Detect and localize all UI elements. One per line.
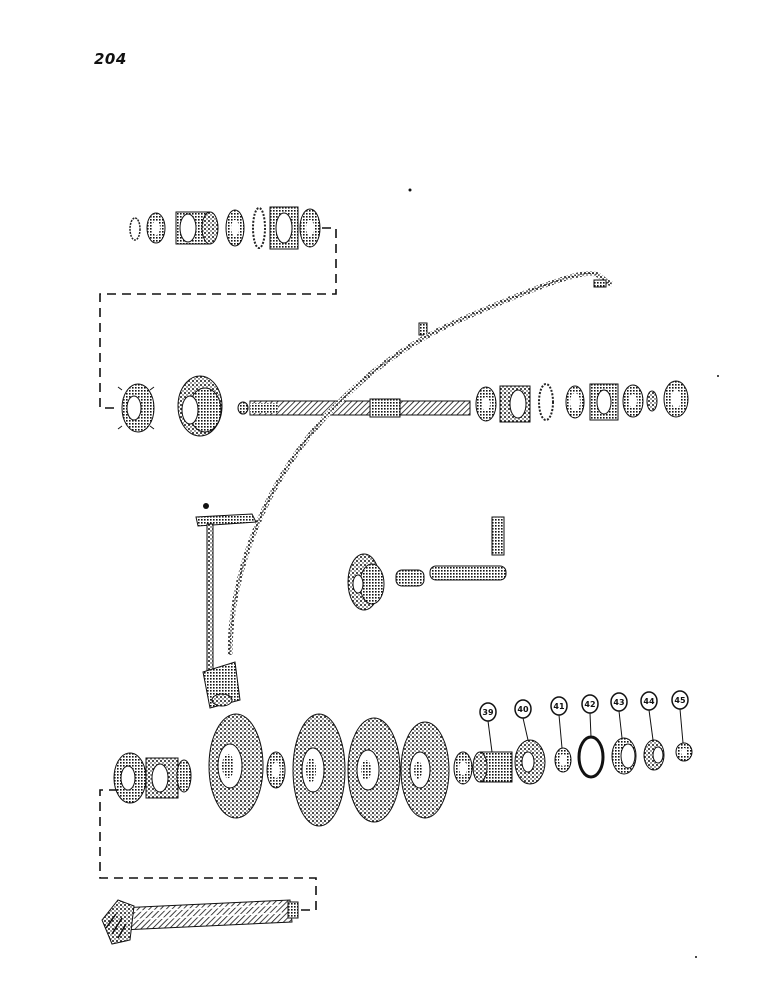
callout-label: 39: [482, 708, 494, 717]
main-shaft-assembly: [117, 375, 689, 437]
callout-45: 45: [671, 690, 689, 744]
callout-label: 42: [584, 700, 595, 709]
page-number: 204: [94, 50, 127, 68]
shift-lever: [195, 503, 257, 709]
callout-label: 40: [517, 705, 529, 714]
callout-39: 39: [479, 702, 497, 753]
top-small-parts-group: [129, 206, 321, 250]
callout-42: 42: [581, 694, 599, 738]
callout-44: 44: [640, 691, 658, 741]
small-pin: [418, 322, 428, 336]
callout-label: 44: [643, 697, 655, 706]
callout-43: 43: [610, 692, 628, 739]
reverse-idler-group: [347, 516, 507, 611]
callout-40: 40: [514, 699, 532, 741]
callout-label: 43: [613, 698, 624, 707]
dashed-connector-top: [99, 227, 337, 409]
callout-label: 41: [553, 702, 565, 711]
callout-label: 45: [674, 696, 686, 705]
numbered-parts: [472, 735, 693, 785]
dashed-connector-bottom: [99, 789, 317, 911]
callout-41: 41: [550, 696, 568, 749]
countershaft-cluster: [113, 713, 473, 827]
input-shaft: [101, 899, 299, 945]
